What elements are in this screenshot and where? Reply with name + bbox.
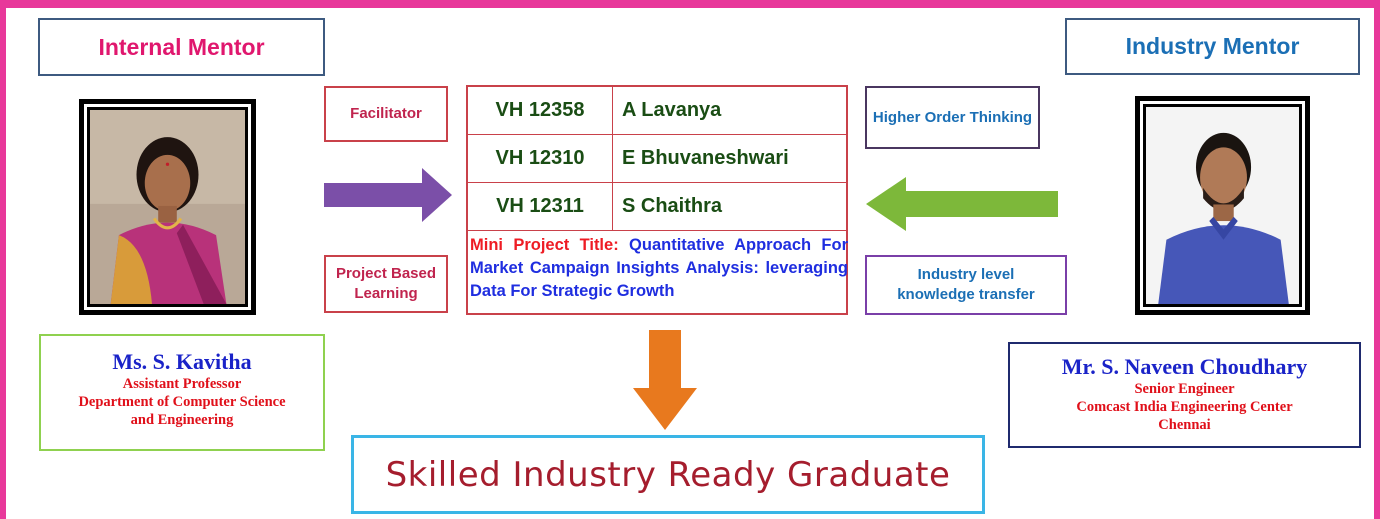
arrow-right-icon [324, 168, 452, 222]
ilkt-line2: knowledge transfer [897, 286, 1035, 303]
facilitator-tag: Facilitator [324, 86, 448, 142]
arrow-left-icon [866, 177, 1058, 231]
man-portrait-image [1146, 107, 1299, 304]
internal-mentor-card: Ms. S. Kavitha Assistant Professor Depar… [39, 334, 325, 451]
industry-mentor-company: Comcast India Engineering Center [1076, 399, 1293, 415]
higher-order-thinking-tag: Higher Order Thinking [865, 86, 1040, 149]
industry-mentor-name: Mr. S. Naveen Choudhary [1061, 354, 1308, 379]
internal-mentor-name: Ms. S. Kavitha [112, 349, 252, 374]
frame-right-border [1374, 0, 1380, 519]
student-id: VH 12358 [468, 87, 613, 134]
student-name: A Lavanya [622, 99, 722, 121]
student-name: S Chaithra [622, 195, 723, 217]
frame-top-border [0, 0, 1380, 8]
internal-mentor-photo [79, 99, 256, 315]
woman-portrait-image [90, 110, 245, 304]
arrow-down-icon [633, 330, 697, 430]
outcome-box: Skilled Industry Ready Graduate [351, 435, 985, 514]
frame-left-border [0, 0, 6, 519]
internal-mentor-heading: Internal Mentor [38, 18, 325, 76]
student-name: E Bhuvaneshwari [622, 147, 789, 169]
internal-mentor-title: Assistant Professor [122, 376, 242, 392]
project-based-learning-tag: Project Based Learning [324, 255, 448, 313]
project-title-text: Quantitative Approach For Market Campaig… [470, 236, 848, 300]
student-project-box: VH 12358 A Lavanya VH 12310 E Bhuvaneshw… [466, 85, 848, 315]
industry-mentor-city: Chennai [1158, 417, 1211, 433]
pbl-line1: Project Based [335, 265, 437, 282]
industry-mentor-heading: Industry Mentor [1065, 18, 1360, 75]
ilkt-line1: Industry level [917, 266, 1015, 283]
student-row: VH 12311 S Chaithra [468, 183, 846, 231]
student-id: VH 12311 [468, 183, 613, 230]
student-id: VH 12310 [468, 135, 613, 182]
project-title-label: Mini Project Title: [470, 236, 619, 254]
industry-mentor-card: Mr. S. Naveen Choudhary Senior Engineer … [1008, 342, 1361, 448]
student-row: VH 12358 A Lavanya [468, 87, 846, 135]
student-row: VH 12310 E Bhuvaneshwari [468, 135, 846, 183]
pbl-line2: Learning [354, 285, 418, 302]
industry-knowledge-transfer-tag: Industry level knowledge transfer [865, 255, 1067, 315]
project-title: Mini Project Title: Quantitative Approac… [470, 234, 848, 314]
internal-mentor-dept-line2: and Engineering [130, 412, 234, 428]
industry-mentor-photo [1135, 96, 1310, 315]
industry-mentor-title: Senior Engineer [1134, 381, 1235, 397]
internal-mentor-dept-line1: Department of Computer Science [78, 394, 286, 410]
